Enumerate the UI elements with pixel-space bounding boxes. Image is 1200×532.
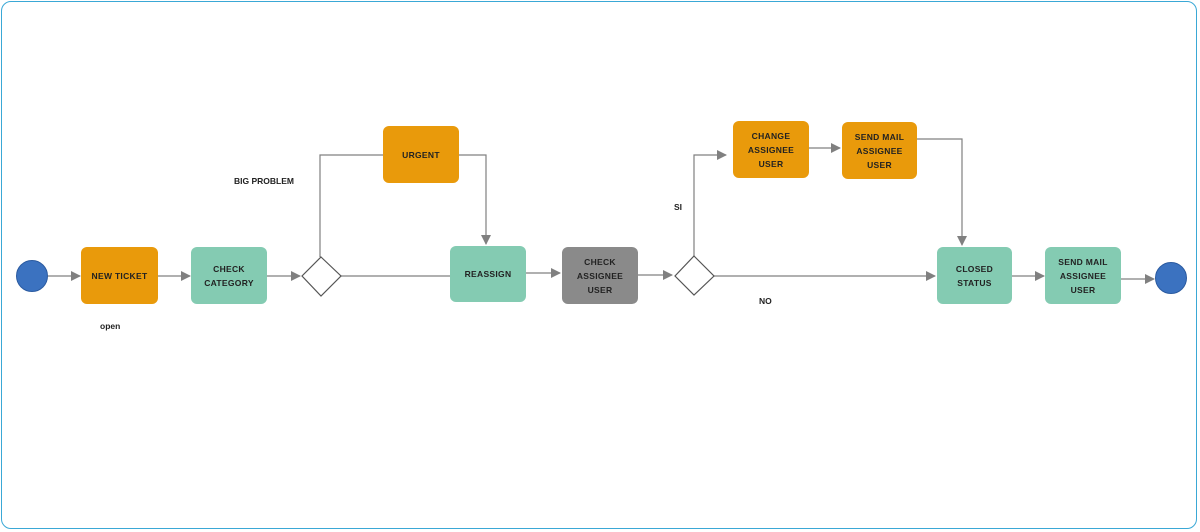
connector-send-mail-to-closed-status (917, 138, 967, 246)
urgent-node[interactable]: URGENT (383, 126, 459, 183)
closed-status-node[interactable]: CLOSED STATUS (937, 247, 1012, 304)
big-problem-label: BIG PROBLEM (234, 176, 294, 186)
connector-gateway-2-to-change-assignee (693, 150, 727, 256)
si-label: SI (674, 202, 683, 212)
end-event[interactable] (1155, 262, 1187, 294)
open-label: open (100, 321, 121, 331)
connector-urgent-to-reassign (459, 154, 491, 245)
check-assignee-user-node[interactable]: CHECK ASSIGNEE USER (562, 247, 638, 304)
start-event[interactable] (16, 260, 48, 292)
change-assignee-user-node[interactable]: CHANGE ASSIGNEE USER (733, 121, 809, 178)
send-mail-assignee-user-top-node[interactable]: SEND MAIL ASSIGNEE USER (842, 122, 917, 179)
connector-gateway-1-to-urgent (319, 154, 383, 257)
no-label: NO (759, 296, 772, 306)
reassign-node[interactable]: REASSIGN (450, 246, 526, 302)
send-mail-assignee-user-end-node[interactable]: SEND MAIL ASSIGNEE USER (1045, 247, 1121, 304)
check-category-node[interactable]: CHECK CATEGORY (191, 247, 267, 304)
gateway-2-diamond (674, 255, 715, 296)
new-ticket-node[interactable]: NEW TICKET (81, 247, 158, 304)
gateway-1-diamond (301, 256, 342, 297)
